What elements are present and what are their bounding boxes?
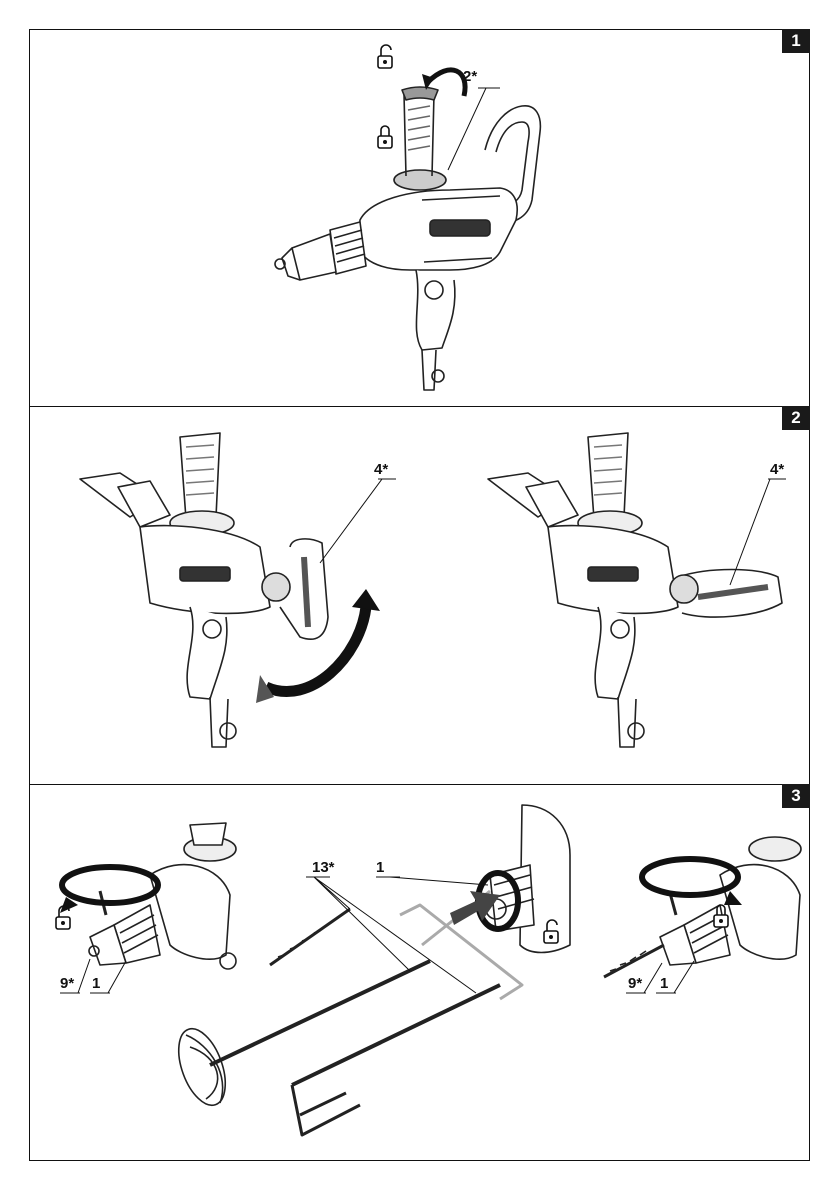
- figure-panel-2: 2: [29, 406, 810, 785]
- drill-side-handle-illustration: [30, 30, 811, 408]
- unlock-icon: [378, 45, 392, 68]
- chuck-and-accessory-illustration: [30, 785, 811, 1162]
- part-label-chuck-right: 1: [660, 975, 668, 992]
- rotate-arrow-icon: [60, 867, 158, 913]
- figure-panel-1: 1: [29, 29, 810, 407]
- lock-icon: [378, 126, 392, 148]
- part-label-accessories: 13*: [312, 859, 335, 876]
- part-label-chuck-key-right: 9*: [628, 975, 642, 992]
- push-arrow-icon: [450, 891, 500, 925]
- part-label-handle: 2*: [463, 68, 477, 85]
- part-label-rear-handle-left: 4*: [374, 461, 388, 478]
- part-label-chuck-middle: 1: [376, 859, 384, 876]
- footer-mark: [340, 1181, 380, 1189]
- part-label-chuck-left: 1: [92, 975, 100, 992]
- part-label-rear-handle-right: 4*: [770, 461, 784, 478]
- rear-handle-rotation-illustration: [30, 407, 811, 786]
- part-label-chuck-key-left: 9*: [60, 975, 74, 992]
- figure-panel-3: 3: [29, 784, 810, 1161]
